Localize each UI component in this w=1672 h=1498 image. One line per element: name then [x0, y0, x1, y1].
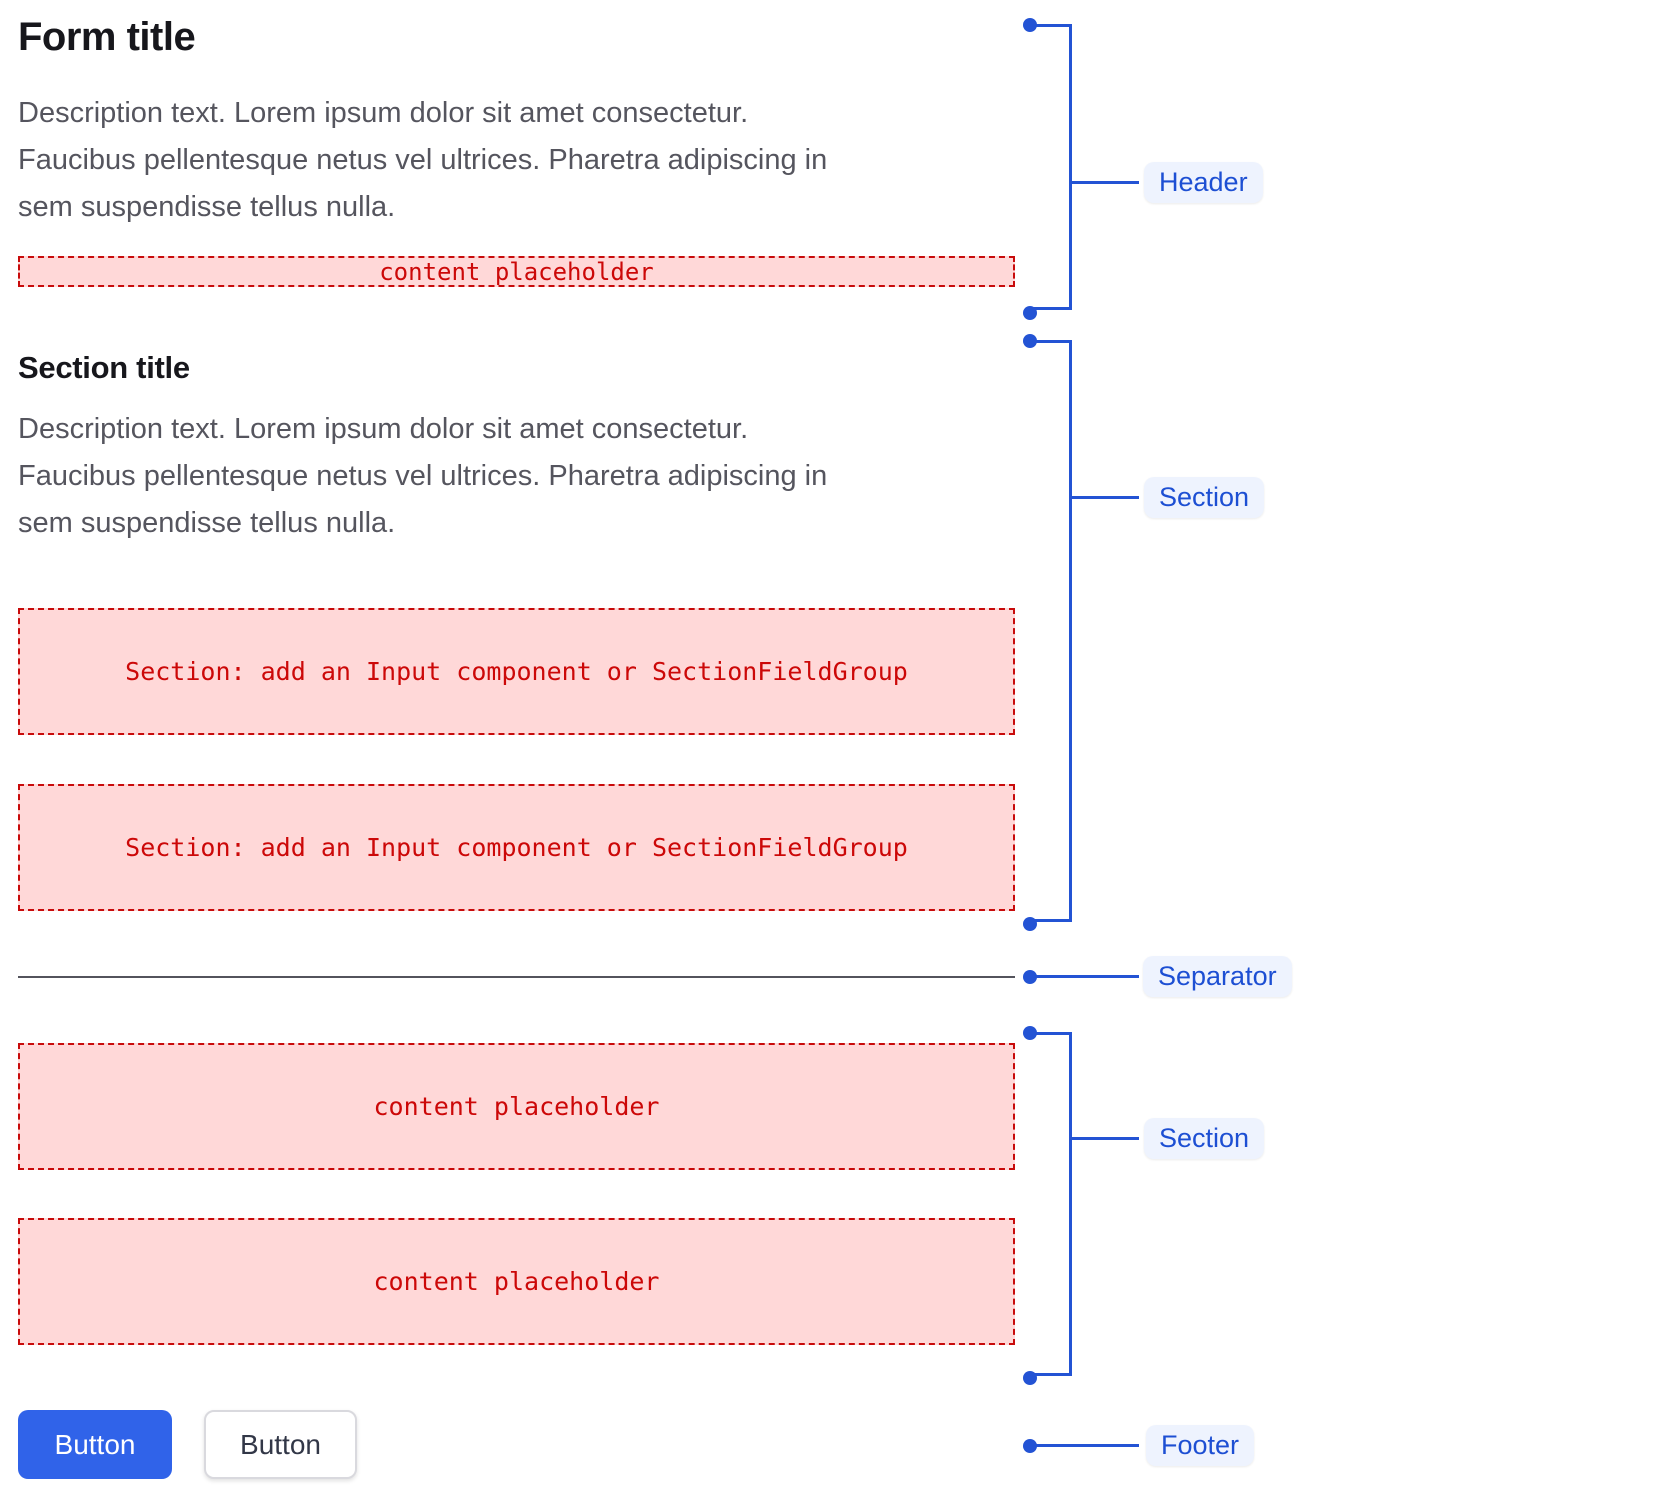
- content-placeholder: content placeholder: [18, 1043, 1015, 1170]
- form-title: Form title: [18, 15, 196, 59]
- section-description-line: sem suspendisse tellus nulla.: [18, 507, 396, 539]
- section-description-line: Description text. Lorem ipsum dolor sit …: [18, 413, 749, 445]
- annotation-connector-section1: [1069, 496, 1139, 499]
- annotation-connector-section2: [1069, 1137, 1139, 1140]
- section-description-line: Faucibus pellentesque netus vel ultrices…: [18, 460, 828, 492]
- annotation-label-footer: Footer: [1146, 1425, 1255, 1466]
- annotation-bracket-section2: [1030, 1032, 1072, 1376]
- annotation-bracket-section1: [1030, 340, 1072, 922]
- primary-button[interactable]: Button: [18, 1410, 172, 1479]
- section-input-placeholder: Section: add an Input component or Secti…: [18, 608, 1015, 735]
- annotation-label-section1: Section: [1144, 477, 1265, 518]
- section-description: Description text. Lorem ipsum dolor sit …: [18, 406, 978, 547]
- header-content-placeholder: content placeholder: [18, 256, 1015, 287]
- annotation-connector-header: [1069, 181, 1139, 184]
- annotation-bracket-header: [1030, 24, 1072, 310]
- form-description: Description text. Lorem ipsum dolor sit …: [18, 90, 978, 231]
- form-description-line: Faucibus pellentesque netus vel ultrices…: [18, 144, 828, 176]
- annotation-label-section2: Section: [1144, 1118, 1265, 1159]
- annotation-connector-footer: [1030, 1444, 1139, 1447]
- annotation-connector-separator: [1030, 975, 1139, 978]
- section-title: Section title: [18, 350, 190, 385]
- annotation-label-header: Header: [1144, 162, 1263, 203]
- secondary-button[interactable]: Button: [204, 1410, 357, 1479]
- content-placeholder: content placeholder: [18, 1218, 1015, 1345]
- form-description-line: sem suspendisse tellus nulla.: [18, 191, 396, 223]
- separator: [18, 976, 1015, 978]
- annotation-label-separator: Separator: [1143, 956, 1292, 997]
- section-input-placeholder: Section: add an Input component or Secti…: [18, 784, 1015, 911]
- form-description-line: Description text. Lorem ipsum dolor sit …: [18, 97, 749, 129]
